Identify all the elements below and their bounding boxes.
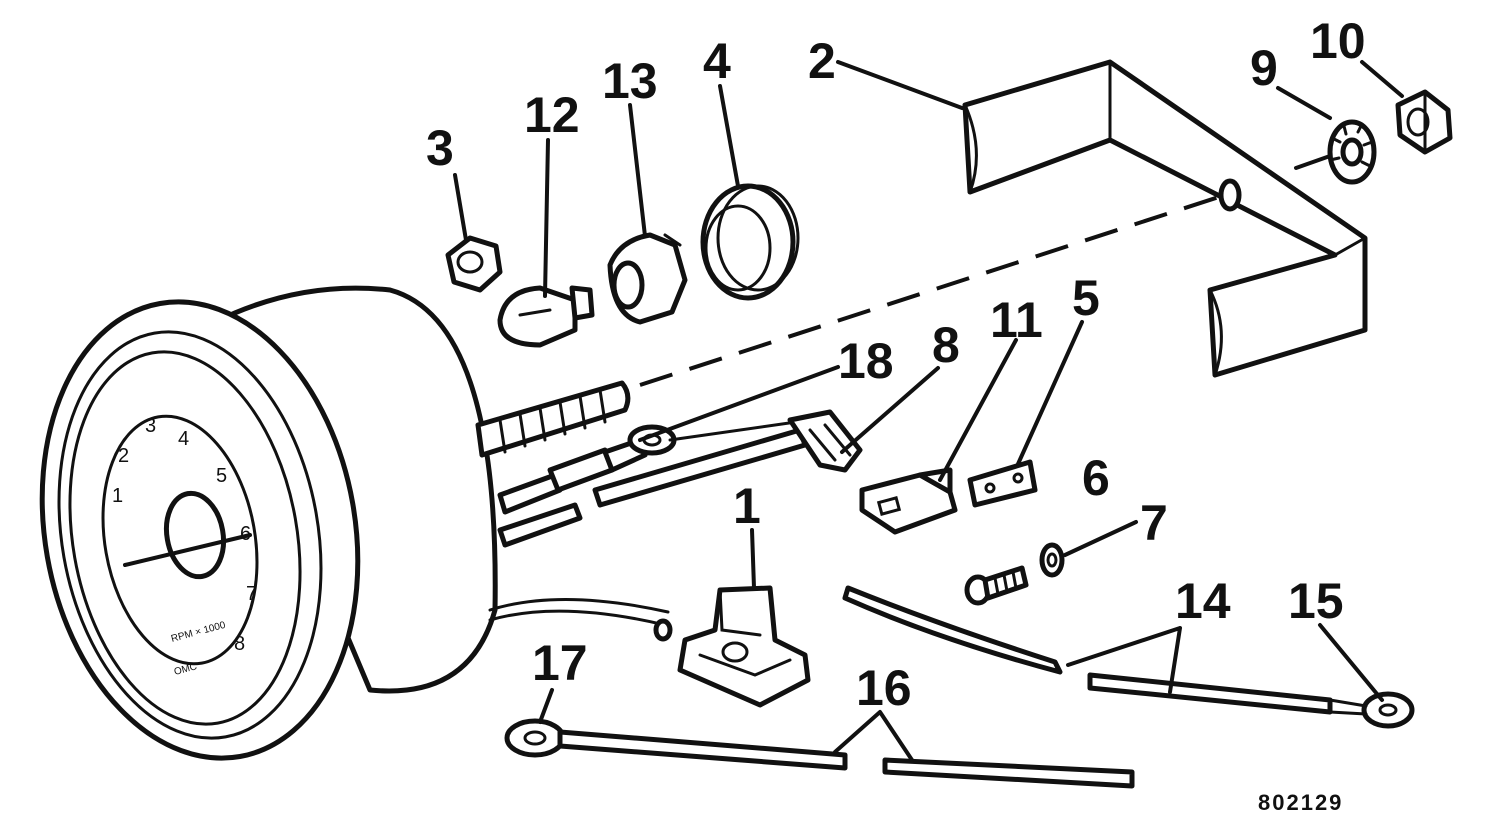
- callout-9: 9: [1250, 40, 1278, 96]
- wire-segment: [1087, 672, 1333, 715]
- callout-5: 5: [1072, 270, 1100, 326]
- nut-small: [445, 235, 503, 293]
- leader-line: [1276, 86, 1332, 120]
- leader-line: [840, 366, 940, 454]
- leader-line: [750, 528, 756, 590]
- leader-line: [718, 84, 740, 188]
- callout-14: 14: [1175, 573, 1231, 629]
- gauge-wire: [497, 502, 583, 548]
- callout-3: 3: [426, 120, 454, 176]
- callout-4: 4: [703, 33, 731, 89]
- callout-13: 13: [602, 53, 658, 109]
- dial-number: 7: [246, 583, 257, 605]
- leader-line: [1016, 320, 1084, 466]
- callout-18: 18: [838, 333, 894, 389]
- dial-number: 5: [216, 465, 227, 487]
- callout-1: 1: [733, 478, 761, 534]
- external-lockwasher: [1294, 119, 1377, 185]
- leader-line: [543, 138, 550, 298]
- leader-line: [1360, 60, 1404, 98]
- callout-17: 17: [532, 635, 588, 691]
- grommet: [700, 183, 800, 301]
- callout-6: 6: [1082, 450, 1110, 506]
- connector-wire: [592, 427, 808, 508]
- tachometer-gauge: 1 2 3 4 5 6 7 8 RPM × 1000 OMC: [39, 285, 498, 761]
- leader-line: [1066, 626, 1182, 694]
- spade-connector: [787, 409, 863, 473]
- callout-11: 11: [990, 292, 1043, 348]
- dial-number: 6: [240, 523, 251, 545]
- dial-number: 8: [234, 633, 245, 655]
- dial-number: 2: [118, 445, 129, 467]
- terminal-clip: [967, 459, 1038, 508]
- bulb-socket: [607, 232, 688, 325]
- leader-line: [1063, 520, 1138, 557]
- dial-number: 4: [178, 428, 189, 450]
- leader-line: [833, 710, 914, 762]
- wire-clamp: [677, 585, 811, 708]
- threaded-stud: [475, 380, 631, 458]
- leader-line: [836, 60, 964, 110]
- leader-line: [938, 338, 1018, 482]
- bulb: [497, 285, 595, 348]
- ground-lead: [504, 718, 1135, 789]
- wire-end: [653, 618, 673, 642]
- callout-8: 8: [932, 317, 960, 373]
- dial-number: 1: [112, 485, 123, 507]
- callout-2: 2: [808, 33, 836, 89]
- hex-nut: [1395, 89, 1453, 155]
- callout-7: 7: [1140, 495, 1168, 551]
- leader-line: [1318, 623, 1384, 702]
- callout-12: 12: [524, 87, 580, 143]
- gauge-wire: [488, 609, 667, 627]
- leader-line: [628, 103, 647, 238]
- callout-16: 16: [856, 660, 912, 716]
- ring-terminal: [1328, 691, 1415, 729]
- lockwasher: [1039, 542, 1065, 578]
- dial-number: 3: [145, 415, 156, 437]
- leader-line: [638, 365, 840, 442]
- callout-15: 15: [1288, 573, 1344, 629]
- leader-line: [453, 173, 468, 242]
- screw: [964, 565, 1029, 606]
- leader-line: [538, 688, 554, 724]
- wire-segment: [842, 585, 1063, 675]
- gauge-wire: [497, 472, 563, 515]
- drawing-code: 802129: [1258, 790, 1343, 815]
- gauge-wire: [488, 598, 670, 614]
- mounting-bracket: [962, 59, 1368, 378]
- callout-10: 10: [1310, 13, 1366, 69]
